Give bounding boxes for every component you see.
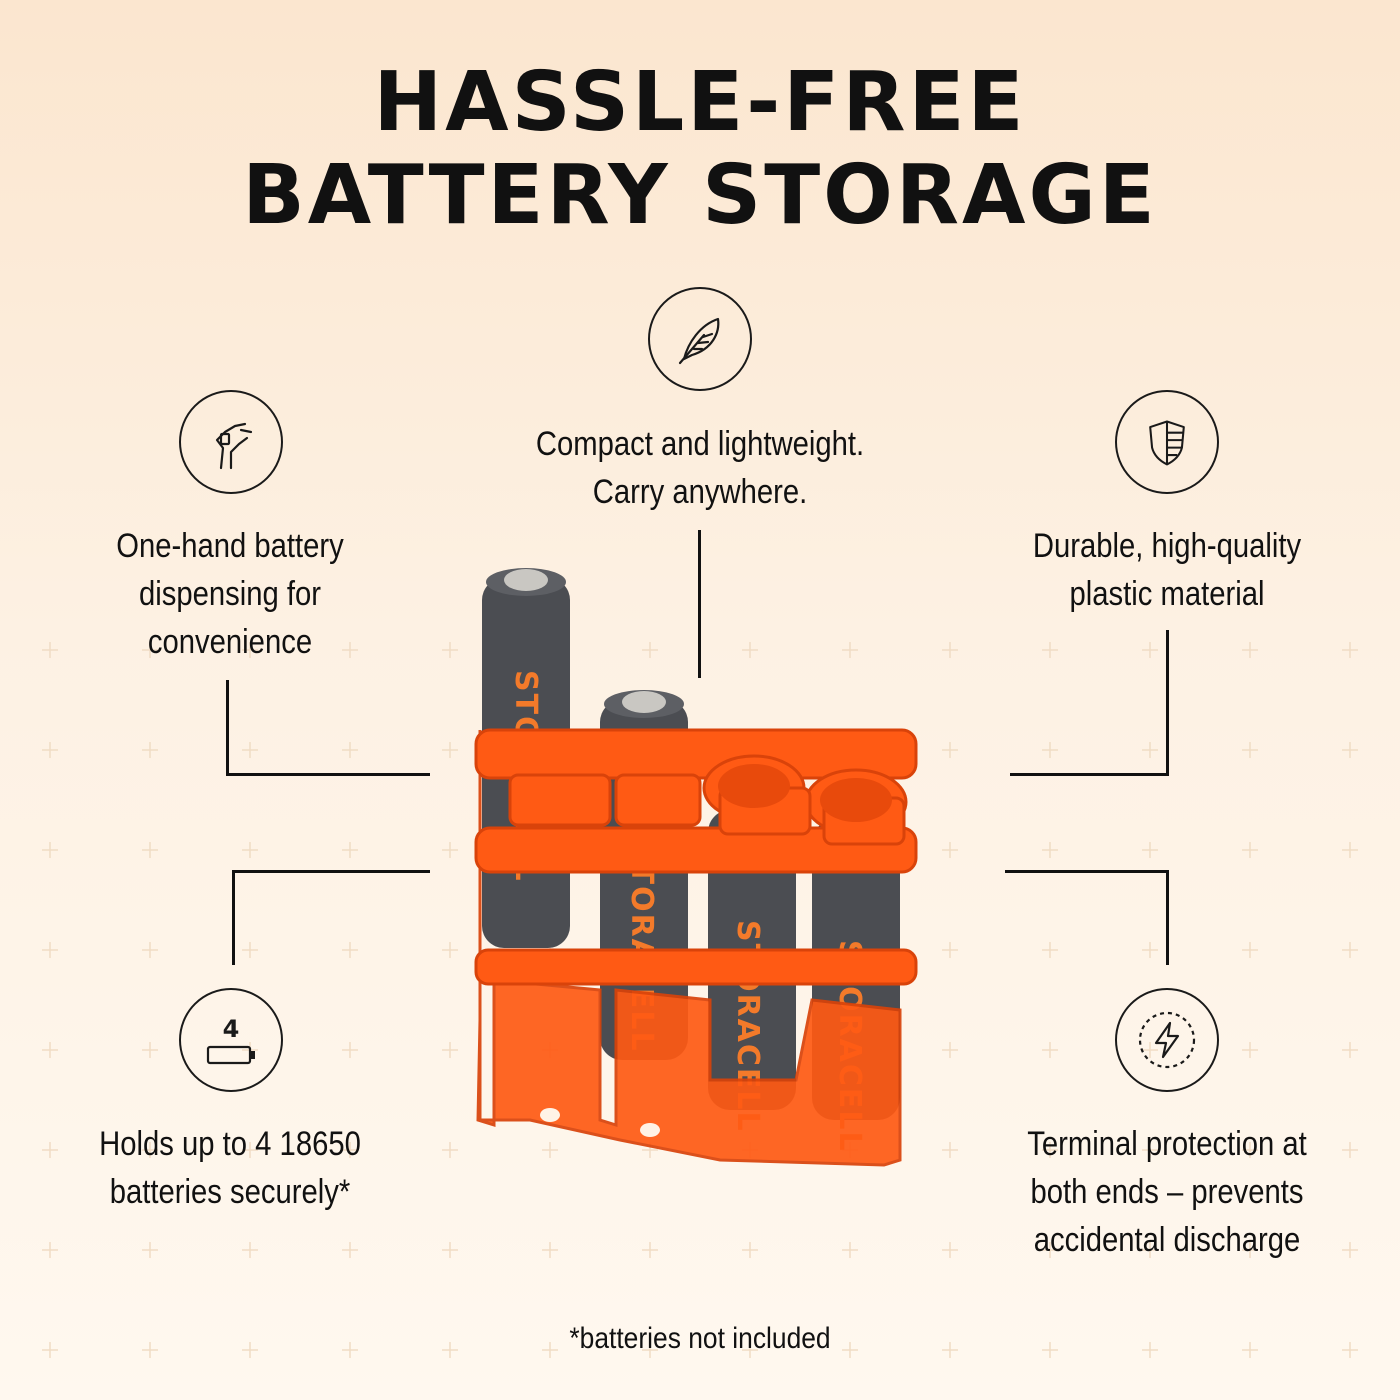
connector-line-bottom-right-horizontal [1005,870,1168,873]
feature-bottom-right-text: Terminal protection at both ends – preve… [995,1120,1339,1264]
shield-icon [1149,420,1185,466]
feature-top-left-line-2: dispensing for [138,575,322,613]
connector-line-bottom-left-vertical [232,870,235,965]
feature-top-left-line-1: One-hand battery [116,527,344,565]
feature-bottom-left-line-2: batteries securely* [109,1173,351,1211]
page-title-line-1: HASSLE-FREE [373,55,1027,150]
connector-line-bottom-left-horizontal [232,870,430,873]
feature-bottom-left-line-1: Holds up to 4 18650 [99,1125,361,1163]
page-title-line-2: BATTERY STORAGE [242,148,1158,243]
feature-bottom-right-line-1: Terminal protection at [1027,1125,1307,1163]
feature-top-line-2: Carry anywhere. [592,473,808,511]
footnote: *batteries not included [569,1322,831,1355]
connector-line-top [698,530,701,678]
feature-top-right-icon-circle [1115,390,1219,494]
feature-top-right-text: Durable, high-quality plastic material [995,522,1339,618]
feather-icon [678,317,720,365]
feature-bottom-left-icon-circle: 4 [179,988,283,1092]
feature-top-text: Compact and lightweight. Carry anywhere. [485,420,915,516]
connector-line-top-left-vertical [226,680,229,776]
feature-bottom-left-text: Holds up to 4 18650 batteries securely* [58,1120,402,1216]
feature-top-right-line-2: plastic material [1069,575,1265,613]
feature-bottom-right-icon-circle [1115,988,1219,1092]
feature-top-icon-circle [648,287,752,391]
feature-top-line-1: Compact and lightweight. [535,425,865,463]
lightning-bolt-icon [1138,1011,1196,1069]
feature-top-left-text: One-hand battery dispensing for convenie… [58,522,402,666]
connector-line-top-right-horizontal [1010,773,1168,776]
connector-line-bottom-right-vertical [1166,870,1169,965]
battery-holder-product-image: STORACELL STORACELL STORACELL STORACELL [474,568,918,1167]
battery-count-number: 4 [223,1015,240,1043]
feature-bottom-right-line-2: both ends – prevents [1030,1173,1304,1211]
feature-top-left-icon-circle [179,390,283,494]
connector-line-top-right-vertical [1166,630,1169,776]
feature-top-right-line-1: Durable, high-quality [1032,527,1302,565]
feature-bottom-right-line-3: accidental discharge [1033,1221,1301,1259]
feature-top-left-line-3: convenience [147,623,313,661]
hand-pinch-icon [215,422,253,470]
connector-line-top-left-horizontal [226,773,430,776]
battery-count-icon: 4 [206,1015,255,1065]
holder-openings [540,764,892,1137]
